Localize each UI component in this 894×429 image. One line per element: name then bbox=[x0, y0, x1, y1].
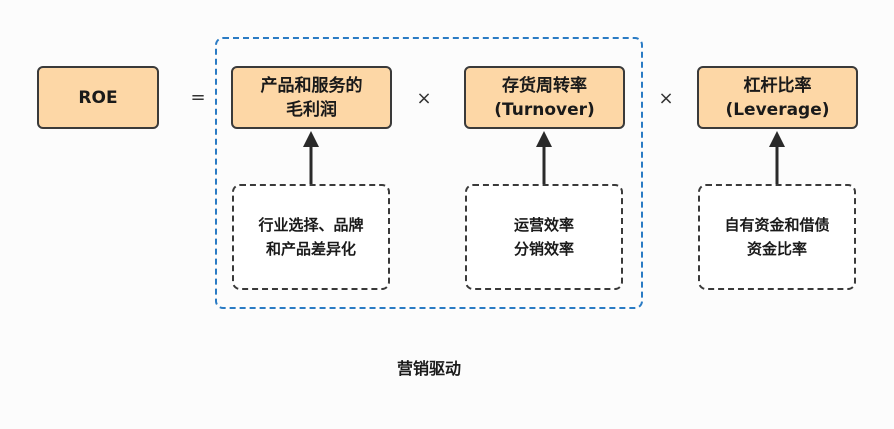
turnover-line1: 存货周转率 bbox=[502, 75, 587, 96]
turnover-line2: (Turnover) bbox=[494, 99, 595, 120]
leverage-line2: (Leverage) bbox=[725, 99, 830, 120]
margin-box: 产品和服务的 毛利润 bbox=[231, 66, 392, 129]
turnover-arrow bbox=[536, 131, 552, 184]
margin-arrow bbox=[303, 131, 319, 184]
leverage-driver-line2: 资金比率 bbox=[746, 240, 807, 258]
times-sign-2: × bbox=[658, 88, 674, 109]
margin-driver-line2: 和产品差异化 bbox=[265, 240, 356, 258]
times-sign-1: × bbox=[416, 88, 432, 109]
roe-label: ROE bbox=[78, 87, 118, 108]
margin-driver-box: 行业选择、品牌 和产品差异化 bbox=[232, 184, 390, 290]
turnover-driver-box: 运营效率 分销效率 bbox=[465, 184, 623, 290]
turnover-driver-line2: 分销效率 bbox=[513, 240, 574, 258]
leverage-arrow bbox=[769, 131, 785, 184]
equals-sign: = bbox=[190, 87, 206, 108]
leverage-line1: 杠杆比率 bbox=[743, 75, 812, 96]
turnover-box: 存货周转率 (Turnover) bbox=[464, 66, 625, 129]
group-caption: 营销驱动 bbox=[396, 359, 461, 378]
roe-box: ROE bbox=[37, 66, 159, 129]
leverage-driver-line1: 自有资金和借债 bbox=[724, 216, 830, 234]
margin-line2: 毛利润 bbox=[286, 99, 337, 120]
turnover-driver-line1: 运营效率 bbox=[513, 216, 574, 234]
leverage-box: 杠杆比率 (Leverage) bbox=[697, 66, 858, 129]
margin-line1: 产品和服务的 bbox=[260, 75, 363, 96]
marketing-driven-group bbox=[215, 37, 643, 309]
margin-driver-line1: 行业选择、品牌 bbox=[258, 216, 364, 234]
leverage-driver-box: 自有资金和借债 资金比率 bbox=[698, 184, 856, 290]
